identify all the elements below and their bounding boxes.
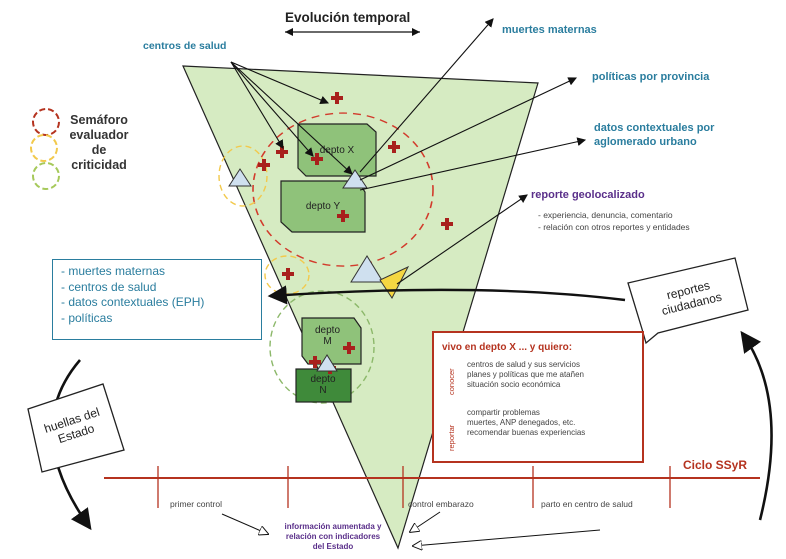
depto-m-line-2: M xyxy=(323,336,332,347)
report-triangle-4 xyxy=(316,354,338,372)
reportar-label: reportar xyxy=(447,424,456,451)
vivo-title: vivo en depto X ... y quiero: xyxy=(442,342,573,353)
stage-parto: parto en centro de salud xyxy=(541,499,633,509)
ciclo-ssyr-label: Ciclo SSyR xyxy=(683,458,748,472)
depto-n-shape xyxy=(295,368,352,403)
depto-m-shape xyxy=(301,317,362,365)
reporte-geolocalizado-label: reporte geolocalizado xyxy=(531,189,645,201)
conocer-line-3: situación socio económica xyxy=(467,380,561,389)
huellas-estado-note xyxy=(27,383,125,473)
reporte-sub-2: - relación con otros reportes y entidade… xyxy=(538,222,690,232)
timeline-arrows xyxy=(221,511,601,546)
depto-m-label: depto M xyxy=(305,325,350,347)
context-triangle xyxy=(182,65,539,550)
conocer-label: conocer xyxy=(447,368,456,395)
info-aum-line-2: relación con indicadores xyxy=(285,532,381,541)
reportar-line-1: compartir problemas xyxy=(467,408,540,417)
evolucion-arrow xyxy=(285,28,420,36)
depto-n-line-1: depto xyxy=(310,374,336,385)
reporte-sub-1: - experiencia, denuncia, comentario xyxy=(538,210,673,220)
reportes-ciudadanos-note xyxy=(627,257,749,345)
connector-lines xyxy=(230,18,587,285)
criticidad-yellow-circle-1 xyxy=(218,145,268,207)
depto-x-label: depto X xyxy=(319,145,355,156)
report-triangle-3 xyxy=(350,255,384,283)
legend-line-3: de xyxy=(91,143,107,157)
legend-line-4: criticidad xyxy=(71,158,127,172)
infobox-item-2: - centros de salud xyxy=(61,279,157,294)
legend-line-1: Semáforo xyxy=(70,113,128,127)
criticidad-red-circle xyxy=(252,112,434,267)
centros-de-salud-label: centros de salud xyxy=(143,40,227,52)
depto-y-label: depto Y xyxy=(305,201,341,212)
stage-control-embarazo: control embarazo xyxy=(408,499,474,509)
politicas-por-provincia-label: políticas por provincia xyxy=(592,71,710,83)
reportes-curve-arrow xyxy=(740,330,773,521)
legend-line-2: evaluador xyxy=(69,128,129,142)
infobox-item-3: - datos contextuales (EPH) xyxy=(61,295,205,309)
info-aum-line-3: del Estado xyxy=(312,542,354,551)
conocer-line-1: centros de salud y sus servicios xyxy=(467,360,580,369)
report-triangle-1 xyxy=(228,168,252,187)
vivo-en-depto-box: vivo en depto X ... y quiero: conocer re… xyxy=(432,331,644,463)
informacion-aumentada: información aumentada y relación con ind… xyxy=(258,522,408,552)
depto-n-line-2: N xyxy=(319,385,327,396)
infobox-item-4: - políticas xyxy=(61,310,113,325)
reportar-line-3: recomendar buenas experiencias xyxy=(467,428,586,437)
infobox-item-1: - muertes maternas xyxy=(61,264,166,278)
reportes-arrow xyxy=(267,285,626,305)
datos-contextuales-line-2: aglomerado urbano xyxy=(594,136,697,148)
muertes-maternas-label: muertes maternas xyxy=(502,24,597,36)
timeline xyxy=(104,466,760,508)
datos-contextuales-label: datos contextuales por aglomerado urbano xyxy=(594,121,714,149)
state-data-box: - muertes maternas - centros de salud - … xyxy=(52,259,262,340)
depto-n-label: depto N xyxy=(298,374,348,396)
info-aum-line-1: información aumentada y xyxy=(284,522,382,531)
depto-m-line-1: depto xyxy=(314,325,341,336)
criticidad-green-circle xyxy=(269,290,375,404)
conocer-line-2: planes y políticas que me atañen xyxy=(467,370,584,379)
semaforo-icons xyxy=(30,108,60,190)
reportar-line-2: muertes, ANP denegados, etc. xyxy=(467,418,576,427)
semaforo-legend: Semáforo evaluador de criticidad xyxy=(62,113,136,173)
evolucion-temporal-title: Evolución temporal xyxy=(285,10,411,25)
datos-contextuales-line-1: datos contextuales por xyxy=(594,122,715,134)
stage-primer-control: primer control xyxy=(170,499,222,509)
